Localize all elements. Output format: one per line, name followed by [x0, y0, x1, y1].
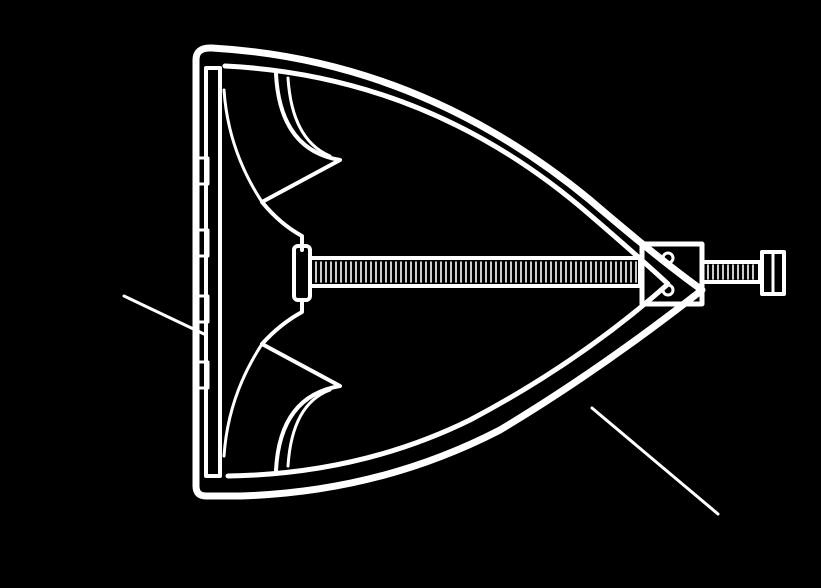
leader-line-left	[122, 294, 206, 336]
leader-line-right	[590, 406, 720, 516]
lower-jaw	[260, 298, 342, 472]
back-plate-tab-4	[196, 360, 210, 390]
rod-extension	[700, 260, 762, 284]
upper-jaw-inner	[286, 76, 332, 158]
upper-jaw	[260, 72, 342, 252]
back-plate-tab-3	[196, 294, 210, 324]
outer-shell	[192, 44, 706, 500]
upper-jaw-curve	[222, 88, 264, 204]
rod-threads	[315, 261, 637, 283]
lower-jaw-curve	[222, 342, 264, 458]
clamp-bolt-upper	[661, 251, 675, 265]
clamp-bolt-lower	[661, 283, 675, 297]
back-plate	[204, 66, 222, 478]
back-plate-tab-2	[196, 228, 210, 258]
rod-extension-threads	[707, 264, 754, 280]
center-hub	[292, 244, 312, 302]
back-plate-tab-1	[196, 156, 210, 186]
lower-jaw-inner	[286, 388, 332, 468]
